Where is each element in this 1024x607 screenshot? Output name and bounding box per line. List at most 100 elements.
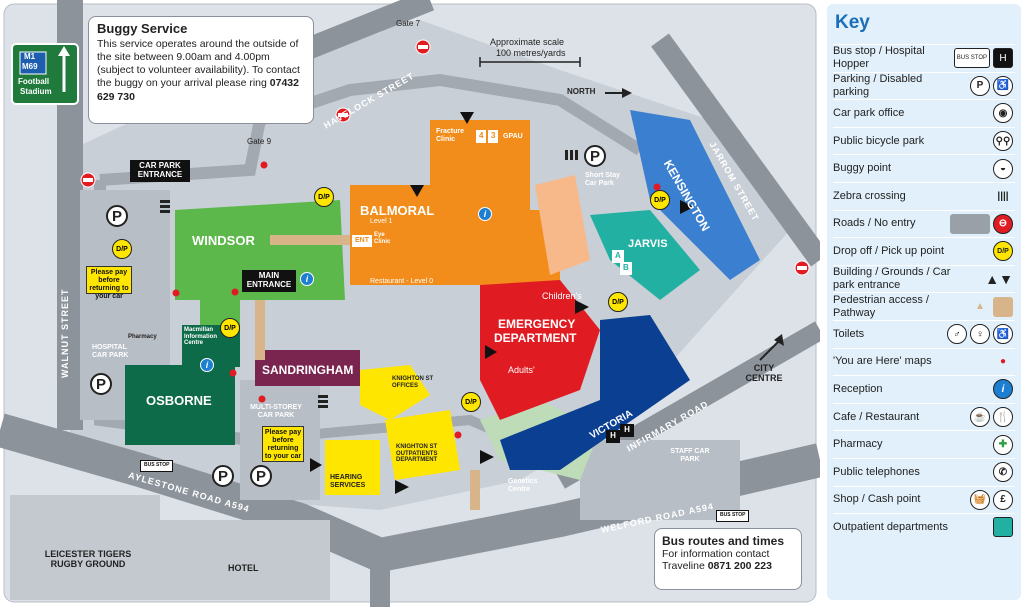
knighton-outpatients-label: KNIGHTON ST OUTPATIENTS DEPARTMENT [396, 444, 438, 464]
key-symbol-icon: 🧺 [970, 489, 990, 510]
key-row: Pharmacy✚ [833, 430, 1015, 458]
bus-phone: 0871 200 223 [707, 560, 772, 572]
key-row-label: Building / Grounds / Car park entrance [833, 265, 951, 292]
key-symbol-icon: ▬ [950, 213, 990, 234]
key-row: Cafe / Restaurant☕🍴 [833, 402, 1015, 431]
key-row: Outpatient departments■ [833, 513, 1015, 541]
sandringham-building [255, 350, 360, 386]
windsor-label[interactable]: WINDSOR [192, 233, 255, 248]
sandringham-label[interactable]: SANDRINGHAM [262, 363, 354, 377]
macmillan-label: Macmillan Information Centre [184, 327, 217, 347]
jarvis-label[interactable]: JARVIS [628, 238, 668, 250]
victoria-building [500, 315, 690, 470]
short-stay-label: Short Stay Car Park [585, 172, 621, 187]
bus-routes-box: Bus routes and times For information con… [654, 528, 802, 590]
buggy-service-box: Buggy Service This service operates arou… [88, 16, 314, 124]
hopper-h-2: H [620, 424, 634, 437]
key-row: Building / Grounds / Car park entrance ▲▼ [833, 264, 1015, 293]
fracture-label: Fracture Clinic [436, 128, 465, 143]
sign-dest-stadium: Stadium [20, 87, 52, 96]
parking-icon-2: P [90, 373, 112, 395]
dp-point-4: D/P [461, 392, 481, 412]
parking-icon-4: P [212, 465, 234, 487]
key-row: Zebra crossing|||| [833, 182, 1015, 210]
hotel-label: HOTEL [228, 563, 259, 573]
knighton-offices-building [360, 365, 430, 420]
balmoral-label[interactable]: BALMORAL [360, 203, 435, 218]
key-symbol-icon: ⊖ [993, 213, 1013, 234]
staff-car-park-label: STAFF CAR PARK [670, 448, 710, 463]
dp-point-6: D/P [650, 190, 670, 210]
reception-icon-2: i [478, 207, 492, 221]
key-row-label: Reception [833, 382, 883, 395]
key-row-label: Car park office [833, 106, 905, 119]
dp-point-1: D/P [314, 187, 334, 207]
ward-4-badge: 4 [476, 130, 487, 143]
buggy-title: Buggy Service [97, 21, 188, 36]
key-symbol-icon: ✚ [993, 434, 1013, 455]
key-symbol-icon: BUS STOP [953, 48, 990, 69]
key-row: Pedestrian access / Pathway▲▬ [833, 292, 1015, 320]
hospital-car-park-label: HOSPITAL CAR PARK [92, 344, 129, 359]
key-symbol-icon: ● [999, 356, 1007, 368]
multistorey-label: MULTI-STOREY CAR PARK [250, 404, 302, 419]
gpau-label: GPAU [503, 133, 523, 140]
key-row-label: Shop / Cash point [833, 493, 921, 506]
buggy-phone: 07432 629 730 [97, 77, 299, 103]
key-row-label: Pedestrian access / Pathway [833, 293, 929, 319]
key-symbol-icon: |||| [997, 190, 1009, 202]
scale-label-1: Approximate scale [490, 37, 565, 47]
parking-icon-1: P [106, 205, 128, 227]
adults-label: Adults' [508, 365, 535, 375]
bus-line-2: Traveline [662, 560, 705, 572]
key-row: Buggy point◒ [833, 154, 1015, 182]
parking-icon-5: P [250, 465, 272, 487]
hearing-building [325, 440, 380, 495]
pharmacy-label: Pharmacy [128, 334, 157, 340]
key-symbol-icon: ♿ [993, 324, 1013, 345]
pay-note-multistorey: Please pay before returning to your car [262, 426, 304, 462]
eye-clinic-label: Eye Clinic [374, 232, 391, 245]
key-symbol-icon: D/P [993, 241, 1013, 262]
north-label: NORTH [567, 87, 596, 96]
key-row: Roads / No entry▬⊖ [833, 209, 1015, 238]
emergency-label-1[interactable]: EMERGENCY [498, 317, 576, 331]
key-row: Shop / Cash point 🧺£ [833, 485, 1015, 514]
key-symbol-icon: £ [993, 489, 1013, 510]
key-title: Key [835, 12, 870, 33]
map-graphic [0, 0, 820, 607]
rugby-ground-area [10, 495, 160, 600]
tigers-label: LEICESTER TIGERS RUGBY GROUND [44, 549, 132, 569]
hopper-h-1: H [606, 430, 620, 443]
emergency-label-2[interactable]: DEPARTMENT [494, 331, 577, 345]
scale-label-2: 100 metres/yards [496, 48, 566, 58]
key-symbol-icon: ☕ [970, 407, 990, 428]
osborne-label[interactable]: OSBORNE [146, 393, 212, 408]
key-row-label: Toilets [833, 327, 865, 340]
gate-9-label: Gate 9 [247, 137, 272, 146]
key-row-label: Bus stop / Hospital Hopper [833, 45, 925, 71]
parking-icon-3: P [584, 145, 606, 167]
jarvis-building [590, 210, 700, 300]
city-centre-label: CITY CENTRE [745, 363, 783, 383]
key-symbol-icon: ▲▼ [985, 271, 1013, 288]
dp-point-2: D/P [112, 239, 132, 259]
jarrom-street [651, 33, 820, 267]
emergency-building [480, 280, 600, 420]
main-entrance-sign[interactable]: MAIN ENTRANCE [242, 270, 296, 292]
hospital-site-map[interactable]: Buggy Service This service operates arou… [0, 0, 820, 607]
knighton-offices-label: KNIGHTON ST OFFICES [392, 376, 434, 389]
key-row: Toilets♂♀♿ [833, 320, 1015, 348]
sign-road-m69: M69 [22, 62, 38, 71]
car-park-entrance-sign: CAR PARK ENTRANCE [130, 160, 190, 182]
key-symbol-icon: ◒ [993, 158, 1013, 179]
ent-badge: ENT [352, 235, 372, 247]
dp-point-3: D/P [220, 318, 240, 338]
key-symbol-icon: 🍴 [993, 407, 1013, 428]
dp-point-5: D/P [608, 292, 628, 312]
key-symbol-icon: ♀ [970, 324, 990, 345]
key-row: Car park office◉ [833, 99, 1015, 127]
key-row-label: 'You are Here' maps [833, 355, 932, 368]
key-symbol-icon: P [970, 75, 990, 96]
